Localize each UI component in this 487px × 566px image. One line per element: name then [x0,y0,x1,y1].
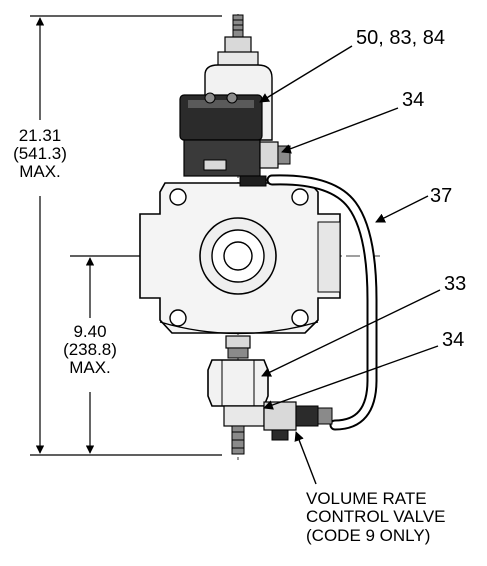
overall-height-dimension [30,15,222,456]
lower-height-max: MAX. [69,357,111,377]
callout-34-top: 34 [402,89,425,111]
overall-height-label: 21.31 (541.3) MAX. [4,127,76,181]
leader-37 [375,195,429,223]
callout-33: 33 [444,273,467,295]
top-fitting [232,14,244,38]
upper-elbow-fitting [259,141,279,169]
volume-control-note: VOLUME RATE CONTROL VALVE (CODE 9 ONLY) [306,489,446,545]
leader-volume-control [294,431,317,485]
pump-body [139,182,341,335]
leader-33 [261,289,441,377]
callout-37: 37 [430,185,453,207]
bolt-hole-bottom-right [291,309,309,327]
bolt-hole-bottom-left [169,309,187,327]
lower-height-value: 9.40 [73,322,107,341]
note-line-3: (CODE 9 ONLY) [306,525,431,545]
note-line-2: CONTROL VALVE [306,507,446,527]
drain-hose [266,174,378,431]
leader-lines [259,45,441,485]
overall-height-metric: (541.3) [13,143,67,163]
lower-fitting-assembly [207,335,333,455]
compensator-assembly [179,14,291,187]
lower-height-label: 9.40 (238.8) MAX. [54,323,126,377]
leader-34-top [281,107,399,154]
overall-height-value: 21.31 [18,126,62,145]
overall-height-max: MAX. [19,161,61,181]
lower-height-metric: (238.8) [63,339,117,359]
bolt-hole-top-right [291,188,309,206]
callout-50-83-84: 50, 83, 84 [356,27,445,49]
note-line-1: VOLUME RATE [306,489,427,508]
bolt-hole-top-left [169,188,187,206]
leader-50-83-84 [259,45,353,103]
leader-34-bottom [263,345,439,410]
callout-34-bottom: 34 [442,329,465,351]
drive-shaft [223,241,253,271]
hex-adapter [207,359,269,407]
